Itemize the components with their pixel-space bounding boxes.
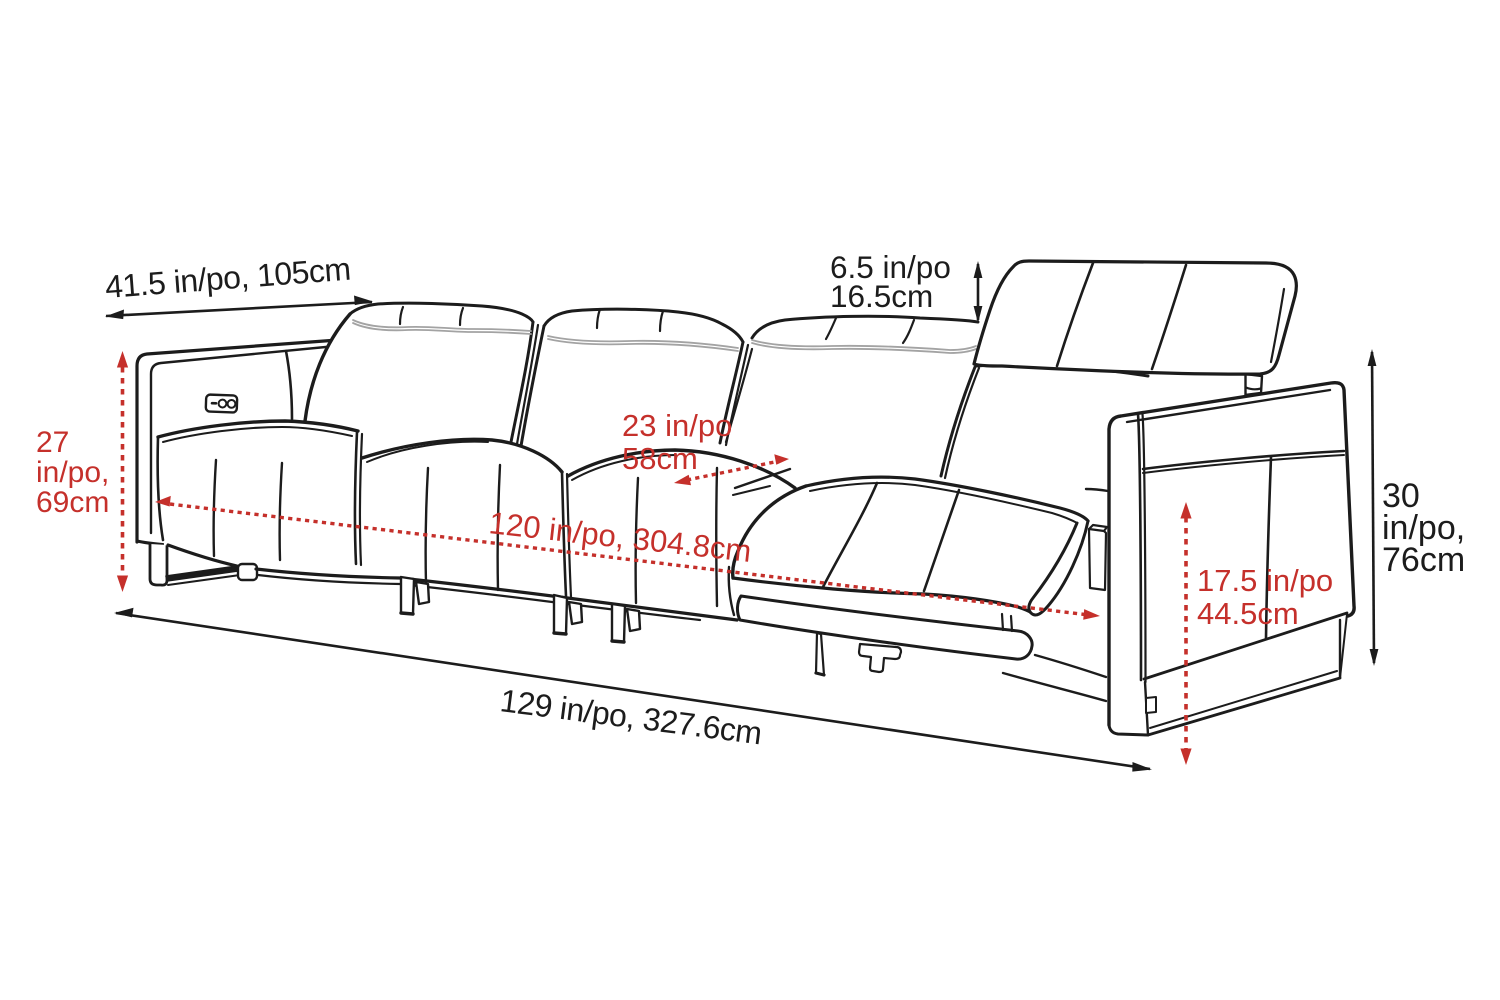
svg-text:76cm: 76cm [1382, 541, 1465, 579]
svg-text:in/po,: in/po, [36, 456, 109, 489]
svg-text:30: 30 [1382, 477, 1420, 515]
svg-text:in/po,: in/po, [1382, 509, 1465, 547]
svg-text:44.5cm: 44.5cm [1197, 596, 1299, 631]
svg-text:27: 27 [36, 426, 69, 459]
svg-text:17.5 in/po: 17.5 in/po [1197, 563, 1333, 598]
svg-text:16.5cm: 16.5cm [830, 278, 933, 314]
svg-text:58cm: 58cm [622, 441, 698, 476]
svg-text:69cm: 69cm [36, 486, 109, 519]
svg-text:6.5 in/po: 6.5 in/po [830, 249, 951, 285]
svg-text:23 in/po: 23 in/po [622, 408, 732, 443]
